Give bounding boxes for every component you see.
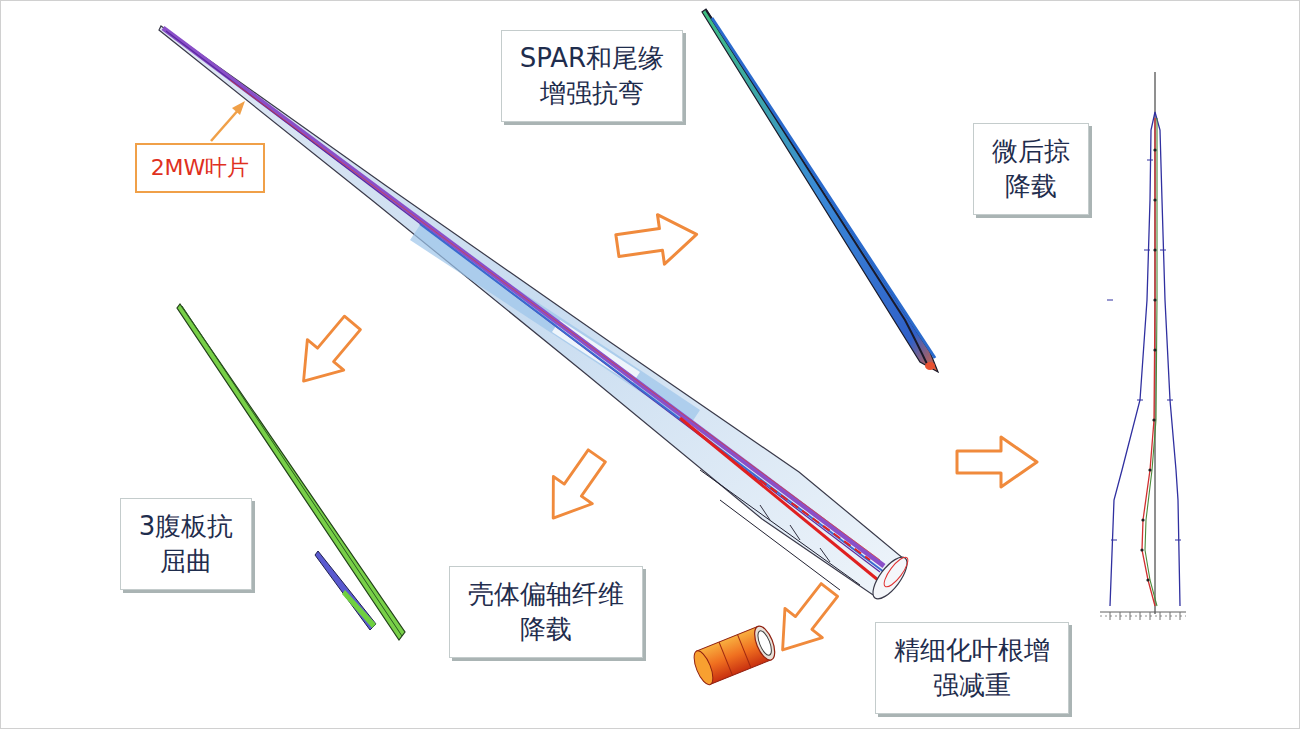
blade-label-box: 2MW叶片 [135, 143, 266, 193]
box-text: 3腹板抗 屈曲 [139, 509, 234, 579]
root-figure [690, 623, 779, 687]
text-box: SPAR和尾缘 增强抗弯 [501, 30, 683, 122]
box-text: 壳体偏轴纤维 降载 [468, 577, 624, 647]
label-leader [211, 101, 245, 141]
sweep-chart [1100, 72, 1186, 620]
text-box: 3腹板抗 屈曲 [120, 498, 253, 590]
box-text: SPAR和尾缘 增强抗弯 [520, 41, 664, 111]
main-blade [159, 26, 913, 604]
box-text: 2MW叶片 [151, 153, 250, 183]
text-box: 精细化叶根增 强减重 [875, 622, 1069, 714]
box-text: 微后掠 降载 [992, 134, 1070, 204]
spar-figure [702, 9, 938, 372]
text-box: 微后掠 降载 [973, 123, 1089, 215]
block-arrows [285, 210, 1037, 665]
box-text: 精细化叶根增 强减重 [894, 633, 1050, 703]
text-box: 壳体偏轴纤维 降载 [449, 566, 643, 658]
